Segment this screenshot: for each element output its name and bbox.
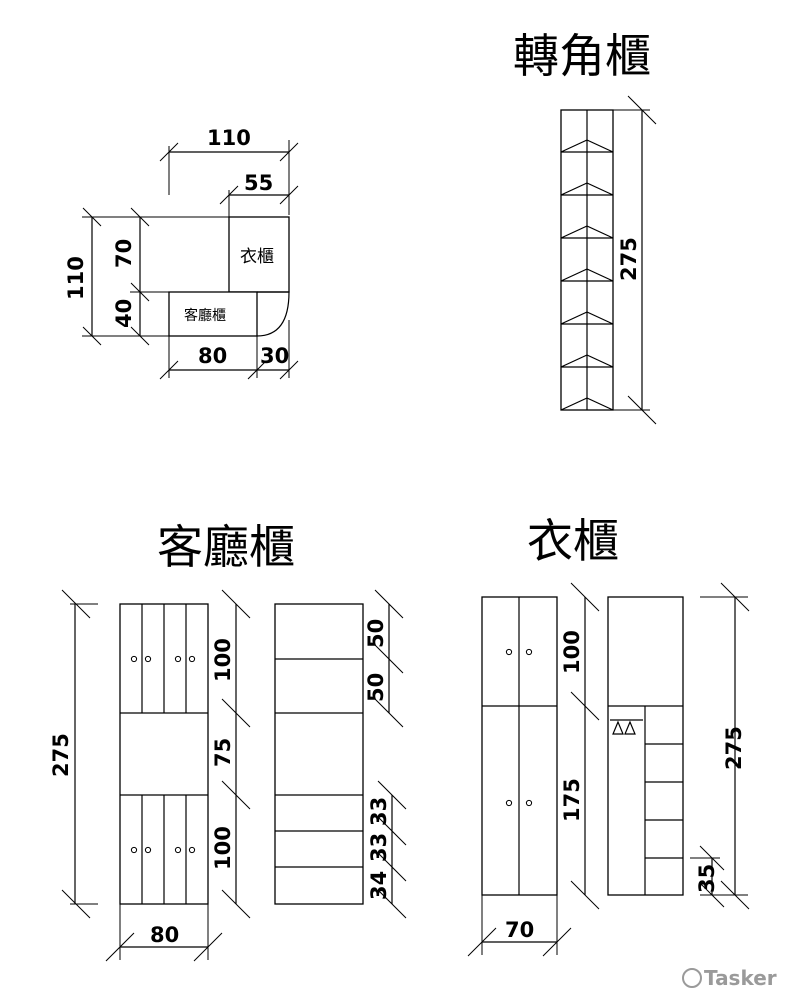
watermark-text: Tasker [704,966,777,990]
corner-cabinet-shelves [560,139,614,411]
wardrobe-front [481,596,558,896]
living-cabinet-front [119,603,209,905]
tick-mark [377,852,407,882]
tick-mark [377,889,407,919]
tick-mark [377,780,407,810]
tick-mark [699,882,725,908]
title-corner-cabinet: 轉角櫃 [513,29,651,83]
title-living-cabinet: 客廳櫃 [157,520,295,574]
tick-mark [627,95,657,125]
tick-mark [130,326,150,346]
wardrobe-section [607,596,684,896]
dim-living-100-bottom: 100 [211,826,235,870]
living-cabinet-section [274,603,364,905]
dim-plan-80: 80 [198,344,227,368]
plan-wardrobe-label: 衣櫃 [240,247,274,267]
dim-wardrobe-35: 35 [695,864,719,893]
dim-living-33-b: 33 [367,833,391,862]
tick-mark [219,185,239,205]
tick-mark [374,644,404,674]
plan-door-swing-arc [256,291,290,337]
dim-living-75: 75 [211,738,235,767]
dim-plan-55: 55 [244,171,273,195]
dim-living-50-a: 50 [364,619,388,648]
dim-living-80: 80 [150,923,179,947]
dim-plan-40: 40 [112,299,136,328]
tick-mark [279,142,299,162]
tick-mark [221,780,251,810]
tick-mark [570,880,600,910]
wardrobe-door-knobs [505,648,533,807]
tick-mark [570,691,600,721]
plan-view: 衣櫃 客廳櫃 110 55 110 70 40 [64,126,299,380]
plan-living-block [168,291,258,337]
living-section-outline [274,603,364,905]
tick-mark [467,927,497,957]
tick-mark [247,360,267,380]
dim-wardrobe-275: 275 [722,726,746,770]
dim-plan-110-left: 110 [64,256,88,300]
tick-mark [105,932,135,962]
plan-living-label: 客廳櫃 [184,307,226,324]
dim-living-275: 275 [49,733,73,777]
tick-mark [221,889,251,919]
tick-mark [82,326,102,346]
watermark: Tasker [682,966,777,990]
tick-mark [542,927,572,957]
plan-wardrobe-block [228,216,290,293]
dim-plan-70: 70 [112,239,136,268]
tasker-logo-icon [682,968,702,988]
tick-mark [279,360,299,380]
tick-mark [82,207,102,227]
title-wardrobe: 衣櫃 [527,514,619,568]
corner-cabinet-elevation: 275 [560,95,657,425]
dim-wardrobe-100: 100 [560,630,584,674]
tick-mark [279,185,299,205]
dim-living-33-a: 33 [367,797,391,826]
tick-mark [627,395,657,425]
tick-mark [130,207,150,227]
tick-mark [720,582,750,612]
dim-living-34: 34 [367,871,391,900]
dim-living-100-top: 100 [211,638,235,682]
dim-wardrobe-175: 175 [560,778,584,822]
dim-corner-275: 275 [617,237,641,281]
tick-mark [720,880,750,910]
tick-mark [570,582,600,612]
tick-mark [130,282,150,302]
tick-mark [699,845,725,871]
hanger-icon [610,719,643,735]
tick-mark [193,932,223,962]
tick-mark [374,698,404,728]
tick-mark [377,816,407,846]
dim-plan-110-top: 110 [207,126,251,150]
dim-wardrobe-70: 70 [505,918,534,942]
tick-mark [221,589,251,619]
tick-mark [159,142,179,162]
tick-mark [221,698,251,728]
living-door-knobs [130,655,196,854]
dim-plan-30: 30 [260,344,289,368]
tick-mark [374,589,404,619]
dim-living-50-b: 50 [364,673,388,702]
tick-mark [159,360,179,380]
